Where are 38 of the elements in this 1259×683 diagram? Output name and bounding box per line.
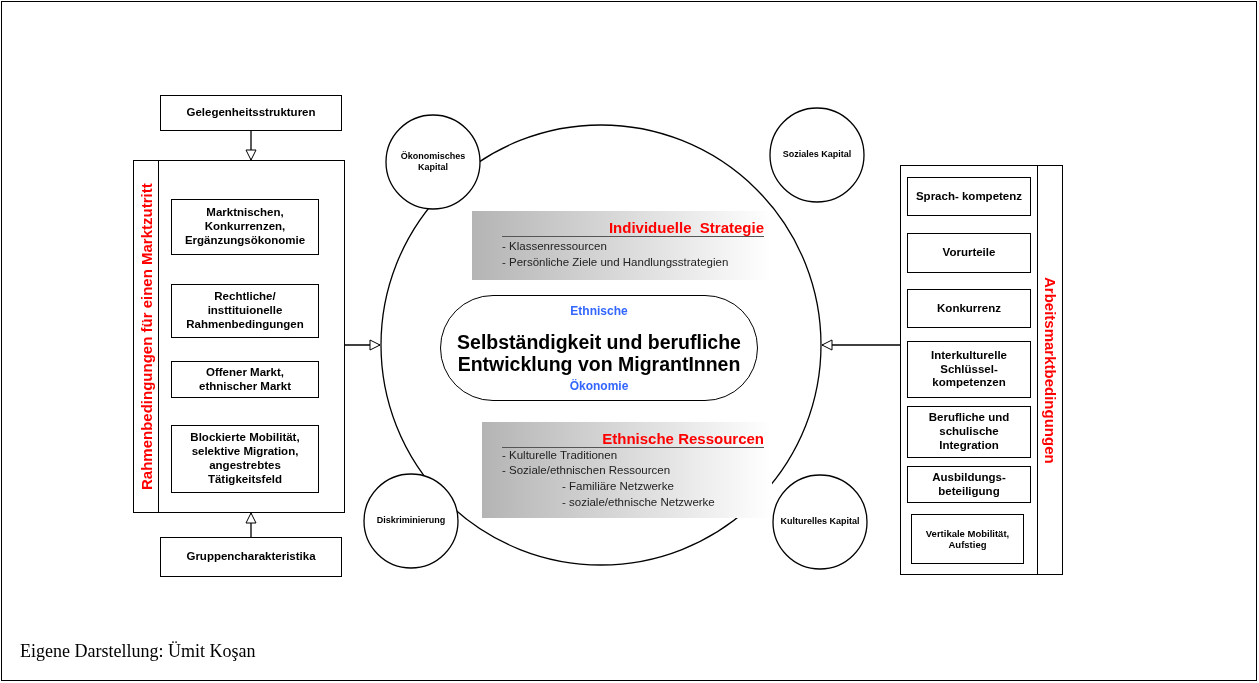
gradient-card [482,422,772,518]
arrow [245,512,257,538]
text-box: Berufliche und schulische Integration [907,406,1031,458]
arrow [344,339,381,351]
list-item: - Persönliche Ziele und Handlungsstrategien [502,256,729,268]
list-item: - Kulturelle Traditionen [502,449,618,461]
circle-label: Kulturelles Kapital [780,516,860,528]
text-box: Vertikale Mobilität, Aufstieg [911,514,1024,564]
vertical-heading: Rahmenbedingungen für einen Marktzutritt [134,161,159,512]
circle-label: Soziales Kapital [781,149,853,161]
arrow [245,130,257,161]
text-box: Blockierte Mobilität, selektive Migration, angestrebtes Tätigkeitsfeld [171,425,319,493]
caption: Eigene Darstellung: Ümit Koşan [20,641,256,662]
main-title: Selbständigkeit und berufliche Entwicklung von MigrantInnen [456,332,742,376]
text-box: Interkulturelle Schlüssel- kompetenzen [907,341,1031,398]
text-box: Marktnischen, Konkurrenzen, Ergänzungsökonomie [171,199,319,255]
text-box: Gelegenheitsstrukturen [160,95,342,131]
card-heading: Ethnische Ressourcen [502,430,764,448]
vertical-heading: Arbeitsmarktbedingungen [1037,166,1062,574]
text-box: Rechtliche/ insttituionelle Rahmenbedingungen [171,284,319,338]
list-item: - Familiäre Netzwerke [562,480,674,492]
text-box: Sprach- kompetenz [907,177,1031,216]
card-heading: Individuelle Strategie [502,219,764,237]
text-box: Vorurteile [907,233,1031,273]
panel [900,165,1063,575]
text-box: Gruppencharakteristika [160,537,342,577]
panel [133,160,345,513]
subheading: Ethnische [569,304,629,318]
circle-label: Ökonomisches Kapital [399,150,467,174]
circle-label: Diskriminierung [375,515,447,527]
list-item: - Soziale/ethnischen Ressourcen [502,464,671,476]
subheading: Ökonomie [568,379,630,393]
text-box: Ausbildungs- beteiligung [907,466,1031,503]
text-box: Konkurrenz [907,289,1031,328]
list-item: - Klassenressourcen [502,240,607,252]
arrow [821,339,901,351]
text-box: Offener Markt, ethnischer Markt [171,361,319,398]
list-item: - soziale/ethnische Netzwerke [562,496,715,508]
